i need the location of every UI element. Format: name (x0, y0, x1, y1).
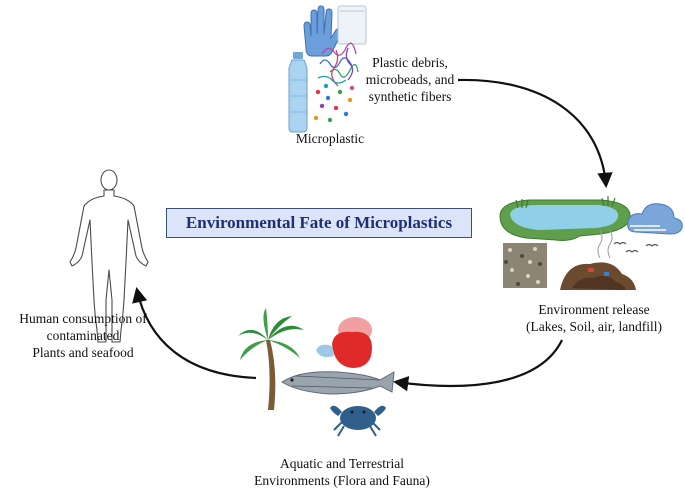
diagram-title-box: Environmental Fate of Microplastics (166, 208, 472, 238)
environment-line-1: Environment release (538, 302, 650, 317)
cloud-wind-icon (627, 203, 683, 235)
source-line-1: Plastic debris, (372, 55, 448, 70)
microbeads-icon (313, 83, 355, 123)
meat-icon (316, 317, 372, 368)
ecosystems-line-2: Environments (Flora and Fauna) (254, 473, 430, 488)
diagram-title: Environmental Fate of Microplastics (185, 213, 453, 232)
fish-icon (281, 371, 395, 395)
glove-icon (303, 5, 342, 57)
source-line-2: microbeads, and (365, 72, 455, 87)
microplastic-sources-label: Plastic debris, microbeads, and syntheti… (360, 54, 460, 105)
human-line-2: contaminated (46, 328, 120, 343)
plastic-bag-icon (337, 5, 367, 45)
ecosystems-label: Aquatic and Terrestrial Environments (Fl… (232, 455, 452, 489)
arrow-ecosystems-to-human (132, 286, 257, 380)
bottle-icon (288, 52, 308, 133)
environment-line-2: (Lakes, Soil, air, landfill) (526, 319, 662, 334)
landfill-icon (560, 229, 636, 290)
ecosystems-line-1: Aquatic and Terrestrial (279, 456, 404, 471)
human-line-3: Plants and seafood (32, 345, 134, 360)
source-line-3: synthetic fibers (368, 89, 452, 104)
arrow-environment-to-ecosystems (392, 339, 563, 392)
birds-icon (613, 241, 659, 253)
fibers-icon (317, 42, 359, 87)
palm-tree-icon (238, 308, 304, 410)
human-line-1: Human consumption of (19, 311, 147, 326)
human-consumption-label: Human consumption of contaminated Plants… (0, 310, 166, 361)
arrow-microplastic-to-environment (457, 78, 613, 189)
environment-release-label: Environment release (Lakes, Soil, air, l… (510, 301, 678, 335)
lake-icon (499, 196, 631, 241)
human-silhouette-icon (69, 169, 149, 343)
soil-icon (503, 243, 547, 288)
microplastic-label: Microplastic (295, 131, 365, 146)
crab-icon (330, 405, 386, 437)
